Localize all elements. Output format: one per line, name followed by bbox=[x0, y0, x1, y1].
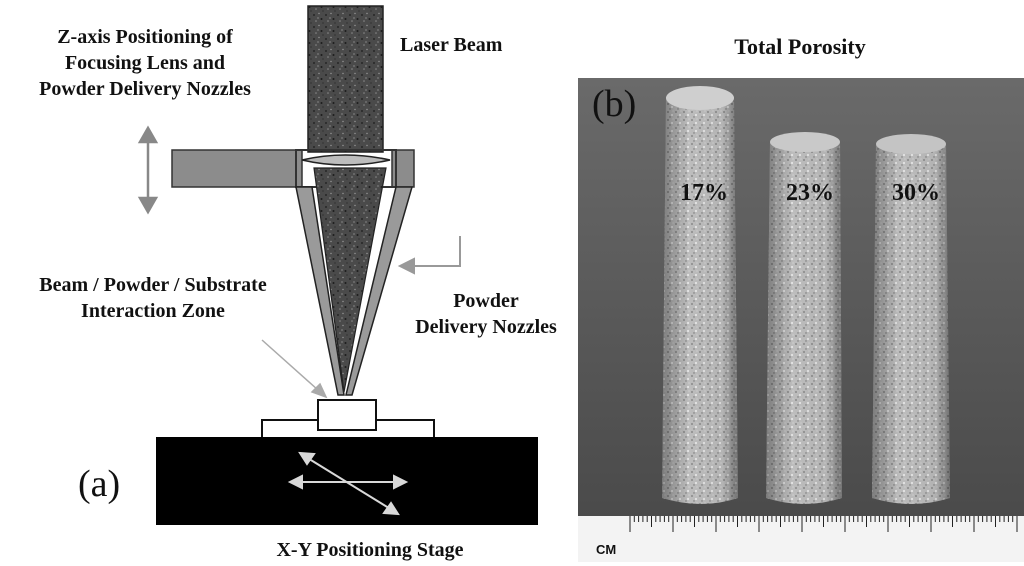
sample-17-label: 17% bbox=[680, 180, 728, 206]
powder-feed-arrow bbox=[397, 236, 461, 275]
samples-illustration bbox=[578, 78, 1024, 562]
deposit bbox=[317, 399, 377, 431]
z-axis-label-line1: Z-axis Positioning of bbox=[57, 26, 233, 48]
panel-a-letter: (a) bbox=[78, 463, 121, 505]
focusing-lens bbox=[301, 154, 391, 166]
sample-23 bbox=[766, 132, 842, 504]
z-axis-label-line2: Focusing Lens and bbox=[64, 52, 226, 74]
xy-arrows bbox=[287, 451, 409, 516]
panel-b-title: Total Porosity bbox=[734, 34, 866, 59]
nozzles-label-line1: Powder bbox=[453, 290, 519, 312]
sample-17 bbox=[662, 86, 738, 504]
sample-30-label: 30% bbox=[892, 180, 940, 206]
nozzle-right bbox=[345, 186, 413, 396]
laser-beam-column bbox=[307, 5, 384, 153]
laser-beam-cone bbox=[313, 167, 387, 393]
nozzle-left bbox=[295, 186, 345, 396]
interaction-zone-leader bbox=[261, 339, 328, 399]
nozzles-label-line2: Delivery Nozzles bbox=[415, 316, 557, 338]
ruler-unit-label: CM bbox=[596, 542, 617, 557]
ruler bbox=[578, 516, 1024, 562]
interaction-zone-label-line2: Interaction Zone bbox=[81, 300, 225, 322]
z-axis-label-line3: Powder Delivery Nozzles bbox=[39, 78, 251, 100]
interaction-zone-label: Beam / Powder / Substrate Interaction Zo… bbox=[0, 272, 306, 324]
z-axis-label: Z-axis Positioning of Focusing Lens and … bbox=[0, 24, 290, 102]
porosity-samples-photo: (b) 17% 23% 30% CM bbox=[578, 78, 1024, 562]
sample-23-label: 23% bbox=[786, 180, 834, 206]
interaction-zone-label-line1: Beam / Powder / Substrate bbox=[39, 274, 267, 296]
panel-b-letter: (b) bbox=[592, 83, 637, 125]
stage-label: X-Y Positioning Stage bbox=[276, 539, 464, 561]
laser-beam-label: Laser Beam bbox=[400, 34, 503, 56]
lens-housing-left bbox=[171, 149, 303, 188]
z-axis-arrow bbox=[137, 125, 159, 215]
lens-deposition-schematic bbox=[137, 5, 538, 525]
nozzles-label: Powder Delivery Nozzles bbox=[398, 288, 574, 340]
sample-30 bbox=[872, 134, 950, 504]
